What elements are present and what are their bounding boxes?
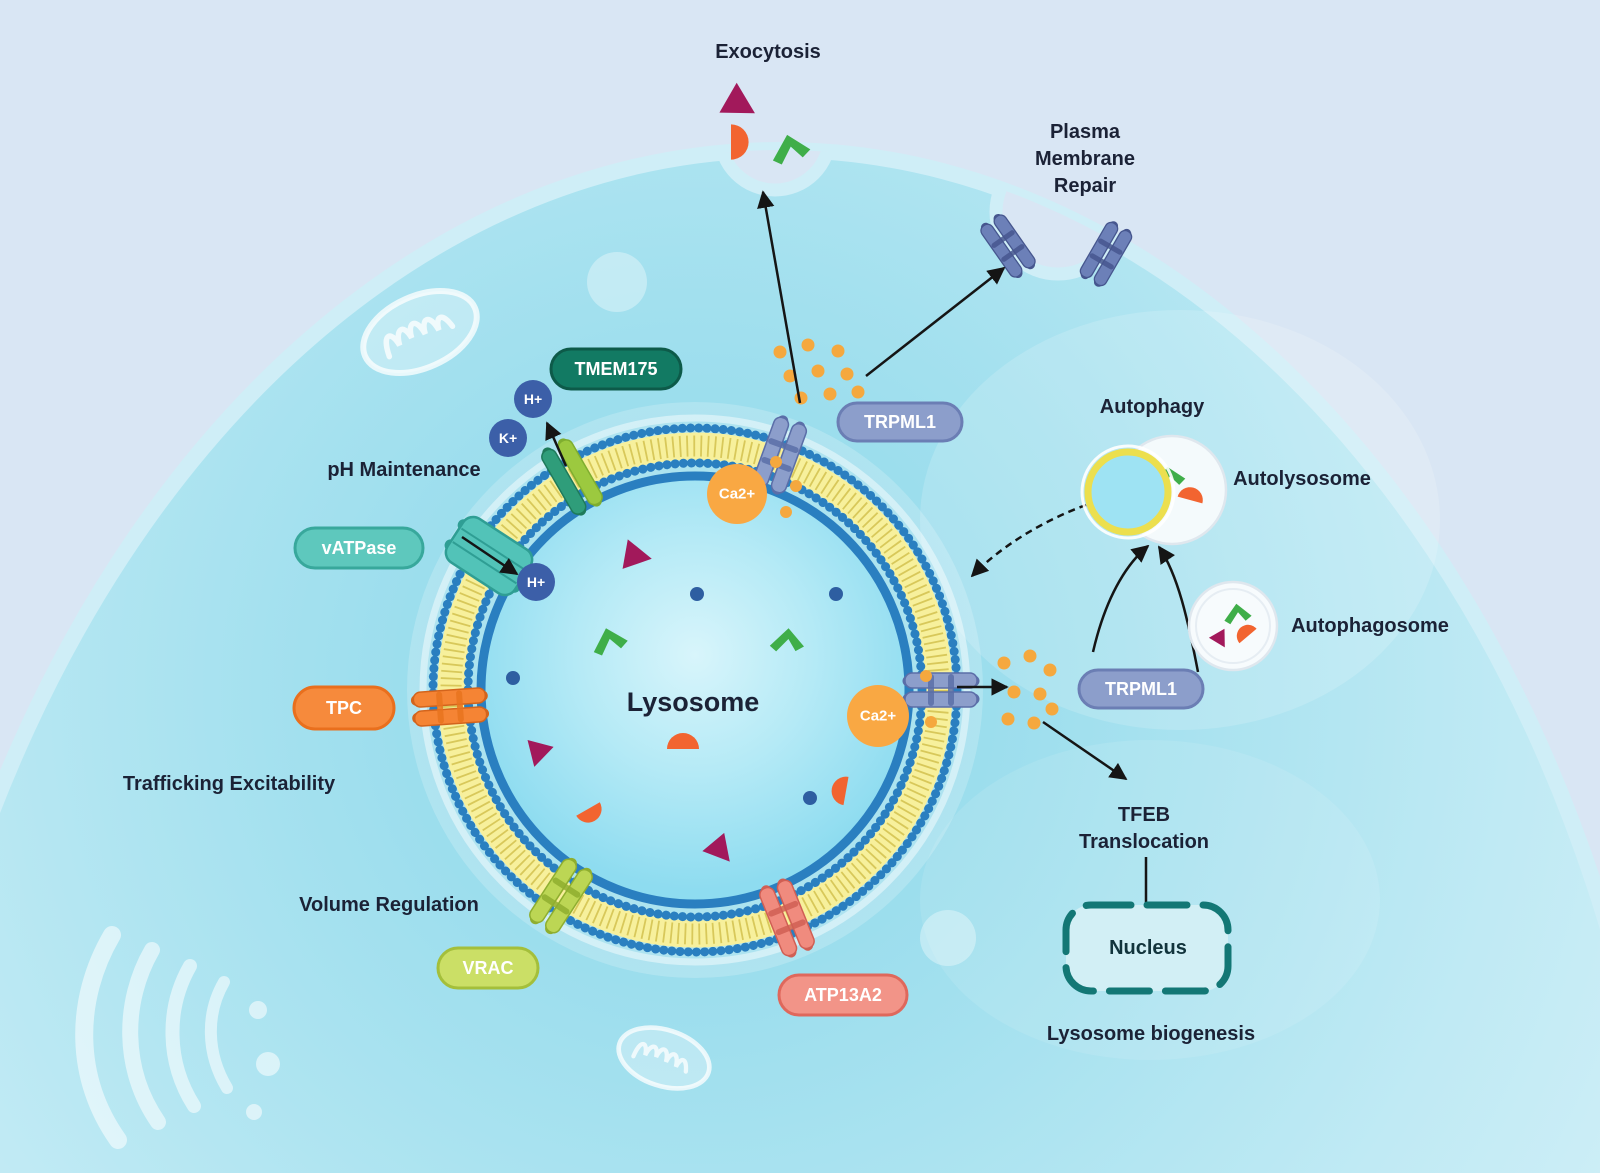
tfeb-label-2: Translocation bbox=[1079, 831, 1209, 853]
ph-maintenance-label: pH Maintenance bbox=[327, 459, 480, 481]
vesicle-icon bbox=[587, 252, 647, 312]
arrow-fusion-left bbox=[1091, 544, 1150, 653]
svg-text:H+: H+ bbox=[527, 574, 545, 590]
autolysosome-label: Autolysosome bbox=[1233, 468, 1371, 490]
lysosome-halo-ring bbox=[419, 414, 971, 966]
arrow-reformation-dashed bbox=[970, 503, 1087, 578]
golgi-icon bbox=[75, 926, 280, 1149]
plasma-membrane-repair-label-3: Repair bbox=[1054, 175, 1116, 197]
arrow-kh-efflux bbox=[545, 421, 568, 467]
cargo-triangle bbox=[719, 82, 764, 129]
tmem175-channel bbox=[541, 438, 603, 516]
svg-text:H+: H+ bbox=[524, 391, 542, 407]
svg-text:Ca2+: Ca2+ bbox=[860, 708, 897, 725]
h-plus-in-ion: H+ bbox=[517, 563, 555, 601]
enzyme-dot bbox=[506, 671, 520, 685]
exocytosis-pit bbox=[713, 150, 837, 197]
arrow-exocytosis bbox=[757, 190, 802, 404]
tpc-badge: TPC bbox=[292, 685, 396, 731]
plasma-membrane-repair-label-2: Membrane bbox=[1035, 148, 1135, 170]
h-plus-out-ion: H+ bbox=[514, 380, 552, 418]
plasma-membrane-repair-label-1: Plasma bbox=[1050, 121, 1121, 143]
atp13a2-badge: ATP13A2 bbox=[777, 973, 909, 1017]
lysosome-cargo bbox=[506, 539, 849, 871]
nucleus-shape: Nucleus bbox=[1062, 901, 1232, 995]
vatpase-label: vATPase bbox=[322, 538, 397, 558]
arrow-fusion-right bbox=[1157, 545, 1200, 673]
arrow-to-tfeb bbox=[1042, 720, 1128, 781]
calcium-top-ion: Ca2+ bbox=[707, 464, 767, 524]
exocytosis-label: Exocytosis bbox=[715, 41, 821, 63]
vesicle-icon bbox=[920, 910, 976, 966]
volume-regulation-label: Volume Regulation bbox=[299, 894, 479, 916]
enzyme-dot bbox=[829, 587, 843, 601]
svg-text:Ca2+: Ca2+ bbox=[719, 486, 756, 503]
lysosome-lumen bbox=[481, 476, 909, 904]
trpml1-right-badge: TRPML1 bbox=[1077, 668, 1205, 710]
lysosome-title: Lysosome bbox=[627, 687, 760, 717]
labels: Exocytosis Plasma Membrane Repair pH Mai… bbox=[123, 41, 1449, 1045]
lysosome-biogenesis-label: Lysosome biogenesis bbox=[1047, 1023, 1255, 1045]
arrows bbox=[461, 190, 1200, 929]
trafficking-excitability-label: Trafficking Excitability bbox=[123, 773, 336, 795]
autolysosome-vesicle bbox=[1080, 434, 1228, 546]
autophagy-label: Autophagy bbox=[1100, 396, 1205, 418]
autophagosome-vesicle bbox=[1187, 580, 1279, 672]
nucleus-label: Nucleus bbox=[1109, 937, 1187, 959]
tpc-label: TPC bbox=[326, 698, 362, 718]
atp13a2-label: ATP13A2 bbox=[804, 985, 882, 1005]
vatpase-badge: vATPase bbox=[293, 526, 425, 570]
vrac-label: VRAC bbox=[462, 958, 513, 978]
arrow-h-influx bbox=[461, 535, 519, 576]
k-plus-ion: K+ bbox=[489, 419, 527, 457]
enzyme-dot bbox=[803, 791, 817, 805]
trpml1-top-badge: TRPML1 bbox=[836, 401, 964, 443]
trpml1-top-label: TRPML1 bbox=[864, 412, 936, 432]
trpml1-right-label: TRPML1 bbox=[1105, 679, 1177, 699]
arrow-membrane-repair bbox=[865, 266, 1006, 377]
tmem175-badge: TMEM175 bbox=[549, 347, 683, 391]
vrac-badge: VRAC bbox=[436, 946, 540, 990]
tfeb-label-1: TFEB bbox=[1118, 804, 1170, 826]
light-region bbox=[920, 740, 1380, 1060]
svg-text:K+: K+ bbox=[499, 430, 517, 446]
lysosome-membrane-tails bbox=[440, 435, 950, 945]
calcium-right-ion: Ca2+ bbox=[847, 685, 909, 747]
autophagosome-label: Autophagosome bbox=[1291, 615, 1449, 637]
enzyme-dot bbox=[690, 587, 704, 601]
tmem175-label: TMEM175 bbox=[574, 359, 657, 379]
lysosome-membrane-outer-heads bbox=[428, 423, 962, 957]
calcium-ion-dots bbox=[770, 338, 1059, 730]
